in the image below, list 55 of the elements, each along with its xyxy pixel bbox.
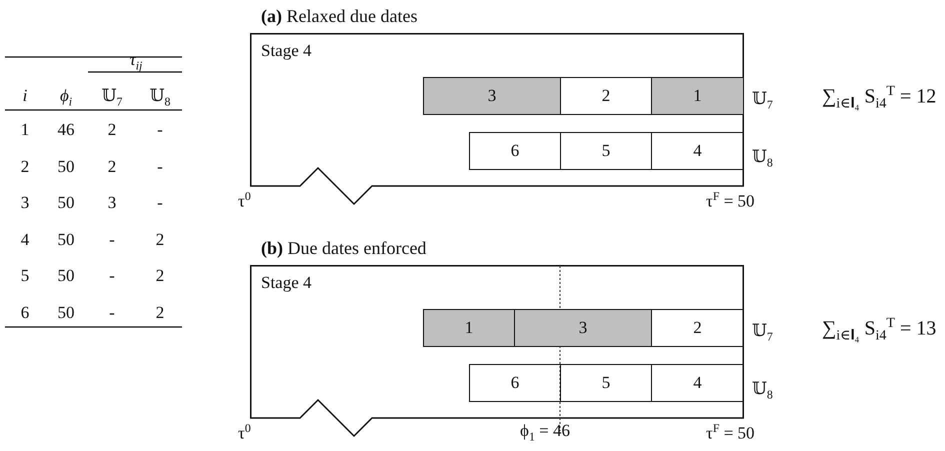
machine-label: 𝕌$_{8}$ xyxy=(752,380,773,402)
time-label: τ$^{F}$ = 50 xyxy=(706,190,755,212)
table-cell: - xyxy=(157,194,163,213)
table-cell: 2 xyxy=(156,267,164,286)
table-cell: - xyxy=(157,121,163,140)
table-cell: 2 xyxy=(20,158,30,176)
task-bar: 5 xyxy=(560,132,652,170)
table-cell: 2 xyxy=(156,304,164,323)
time-label: τ$^{0}$ xyxy=(238,422,251,444)
table-cell: 46 xyxy=(58,121,74,140)
sum-formula: ∑$_{i∈𝐈₄}$ S$_{i4}$$^{T}$ = 12 xyxy=(822,84,936,112)
table-cell: 2 xyxy=(108,158,116,176)
machine-label: 𝕌$_{8}$ xyxy=(752,148,773,170)
task-bar: 3 xyxy=(514,309,652,347)
task-bar: 6 xyxy=(469,132,561,170)
table-cell: τ$_{ij}$ xyxy=(130,51,142,72)
table-cell: 1 xyxy=(20,121,30,140)
task-bar: 3 xyxy=(423,77,561,115)
task-bar: 4 xyxy=(651,132,744,170)
sum-formula: ∑$_{i∈𝐈₄}$ S$_{i4}$$^{T}$ = 13 xyxy=(822,316,936,344)
time-label: τ$^{0}$ xyxy=(238,190,251,212)
table-cell: 𝕌$_{8}$ xyxy=(150,87,170,108)
table-cell: 2 xyxy=(108,121,116,140)
task-bar: 5 xyxy=(560,364,652,402)
table-cell: ϕ$_{i}$ xyxy=(60,87,72,108)
stage-label: Stage 4 xyxy=(261,42,312,61)
table-cell: - xyxy=(109,267,115,286)
task-bar: 6 xyxy=(469,364,561,402)
task-bar: 1 xyxy=(651,77,744,115)
table-cell: 50 xyxy=(58,158,74,176)
time-label: ϕ$_{1}$ = 46 xyxy=(520,422,570,444)
task-bar: 4 xyxy=(651,364,744,402)
machine-label: 𝕌$_{7}$ xyxy=(752,90,773,112)
table-cell: 50 xyxy=(58,194,74,213)
table-cell: - xyxy=(109,230,115,250)
table-cell: 3 xyxy=(20,194,30,213)
table-cell: 5 xyxy=(20,267,30,286)
task-bar: 1 xyxy=(423,309,515,347)
table-cell: 3 xyxy=(108,194,116,213)
table-cell: 6 xyxy=(20,304,30,323)
table-cell: 𝕌$_{7}$ xyxy=(102,87,122,108)
table-cell: 2 xyxy=(156,230,164,250)
task-bar: 2 xyxy=(651,309,744,347)
time-label: τ$^{F}$ = 50 xyxy=(706,422,755,444)
table-cell: 50 xyxy=(58,230,74,250)
table-cell: 50 xyxy=(58,267,74,286)
panel-title: (a) Relaxed due dates xyxy=(261,7,418,27)
table-cell: - xyxy=(109,304,115,323)
machine-label: 𝕌$_{7}$ xyxy=(752,322,773,344)
stage-label: Stage 4 xyxy=(261,274,312,293)
panel-title: (b) Due dates enforced xyxy=(261,239,426,259)
table-cell: 50 xyxy=(58,304,74,323)
table-cell: - xyxy=(157,158,163,176)
table-cell: i xyxy=(22,87,28,106)
table-cell: 4 xyxy=(20,230,30,250)
